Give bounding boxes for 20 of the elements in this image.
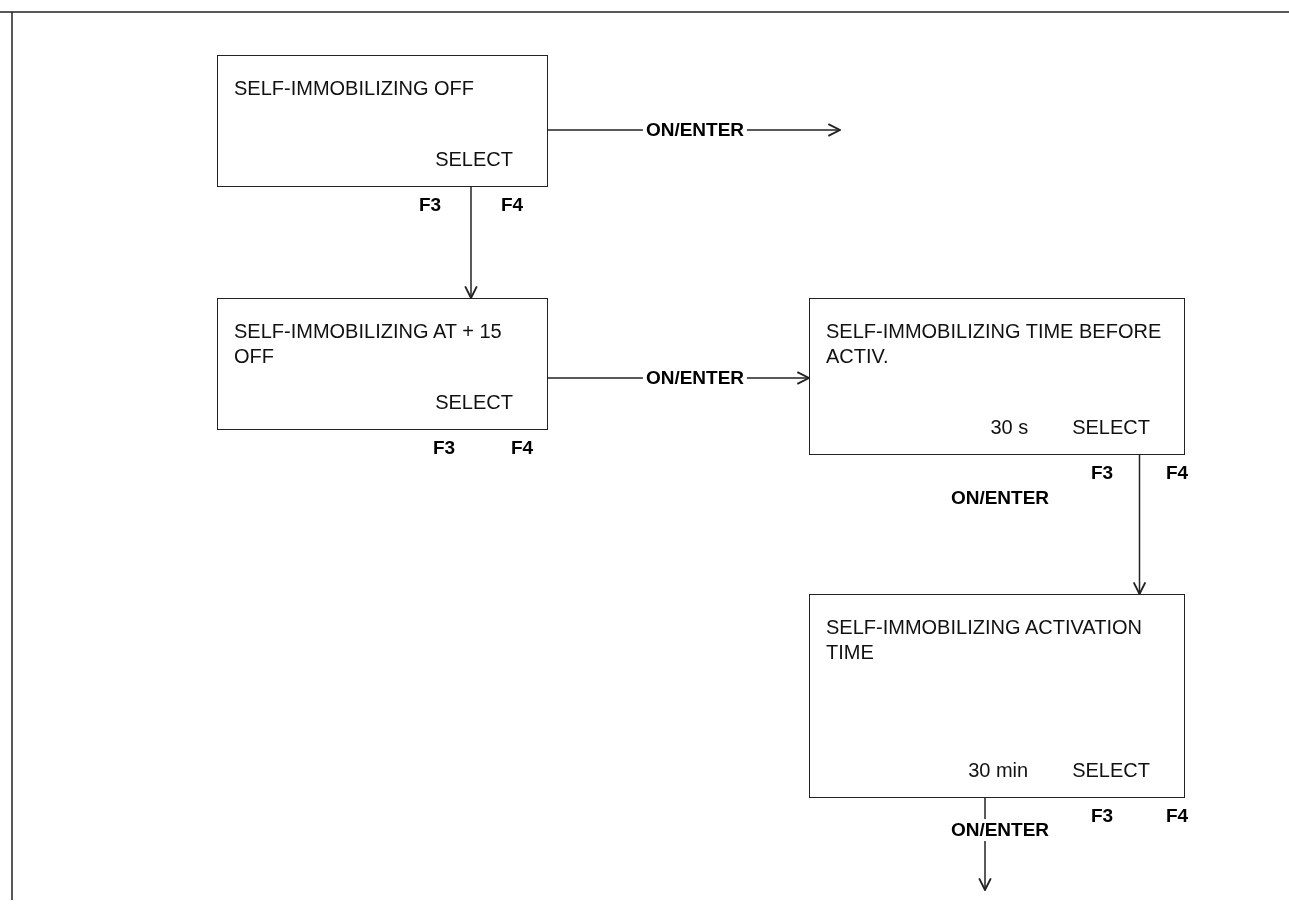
screen-title: SELF-IMMOBILIZING AT + 15 OFF <box>234 319 503 369</box>
softkey-label: SELECT <box>1072 758 1150 783</box>
function-key-label: F4 <box>1166 462 1189 484</box>
softkey-label: SELECT <box>435 147 513 172</box>
function-key-label: F4 <box>1166 805 1189 827</box>
softkey-label: SELECT <box>435 390 513 415</box>
screen-title: SELF-IMMOBILIZING OFF <box>234 76 475 101</box>
function-key-label: F4 <box>511 437 534 459</box>
setting-value: 30 s <box>990 415 1029 440</box>
screen-title: SELF-IMMOBILIZING TIME BEFORE ACTIV. <box>826 319 1162 369</box>
function-key-label: F3 <box>1091 462 1114 484</box>
function-key-label: F3 <box>419 194 442 216</box>
function-key-label: F3 <box>433 437 456 459</box>
setting-value: 30 min <box>968 758 1029 783</box>
function-key-label: F4 <box>501 194 524 216</box>
arrow <box>464 186 478 299</box>
function-key-label: F3 <box>1091 805 1114 827</box>
arrow <box>1132 454 1147 595</box>
screen-title: SELF-IMMOBILIZING ACTIVATION TIME <box>826 615 1143 665</box>
softkey-label: SELECT <box>1072 415 1150 440</box>
